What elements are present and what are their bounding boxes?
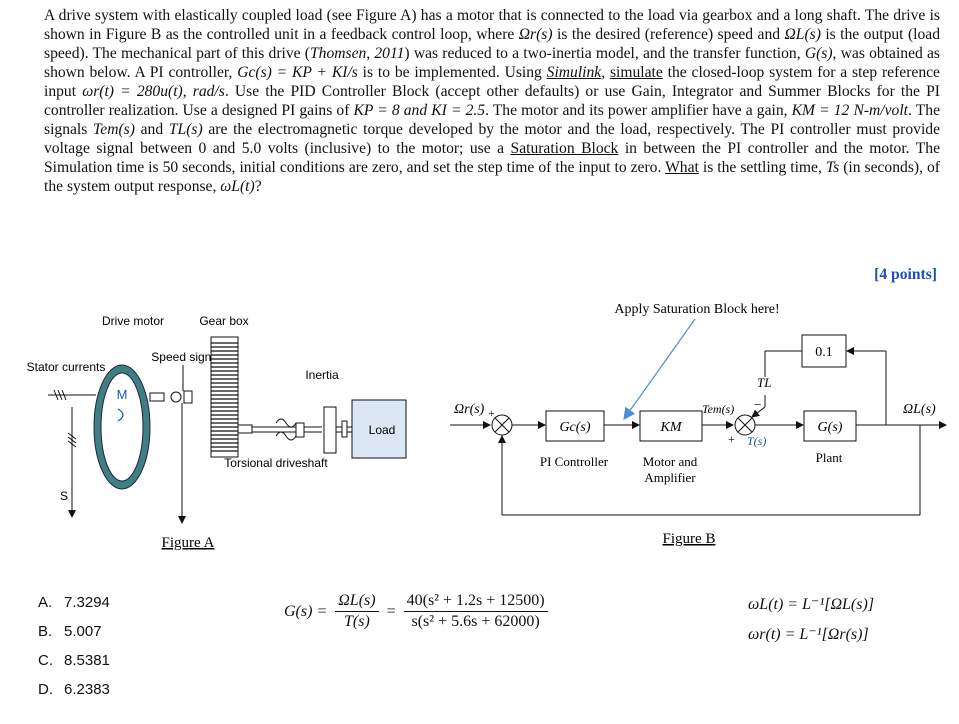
stator-currents-label: Stator currents	[27, 360, 106, 374]
gear-box-label: Gear box	[199, 314, 248, 328]
svg-text:+: +	[728, 432, 735, 446]
load-label: Load	[369, 423, 396, 437]
sym-omega-l: ΩL(s)	[784, 26, 821, 43]
choice-a[interactable]: A.7.3294	[38, 594, 110, 611]
saturation-link: Saturation Block	[510, 140, 619, 157]
sym-tl: TL(s)	[168, 121, 203, 138]
sym-omega-r: Ωr(s)	[518, 26, 553, 43]
sym-gc: Gc(s) = KP + KI/s	[237, 64, 358, 81]
saturation-note: Apply Saturation Block here!	[614, 302, 779, 317]
simulate-link: simulate	[609, 64, 663, 81]
figure-b-caption: Figure B	[663, 531, 716, 547]
t-label: T(s)	[747, 434, 766, 448]
drive-motor-label: Drive motor	[102, 314, 164, 328]
svg-text:+: +	[488, 406, 495, 420]
choice-c[interactable]: C.8.5381	[38, 652, 110, 669]
speed-signal-label: Speed signal	[151, 350, 220, 364]
figure-a: Drive motor Gear box Stator currents Spe…	[27, 314, 407, 551]
load-box	[351, 399, 407, 459]
motor-amplifier-label-2: Amplifier	[644, 470, 696, 485]
sym-km: KM = 12 N-m/volt	[791, 102, 909, 119]
g-block	[803, 410, 857, 442]
pi-controller-label: PI Controller	[540, 454, 609, 469]
motor-amplifier-label-1: Motor and	[643, 454, 698, 469]
plant-label: Plant	[816, 450, 843, 465]
laplace-definitions: ωL(t) = L⁻¹[ΩL(s)] ωr(t) = L⁻¹[Ωr(s)]	[748, 590, 874, 650]
tl-label: TL	[757, 375, 771, 390]
choice-b[interactable]: B.5.007	[38, 623, 102, 640]
summing-junction-1	[491, 414, 513, 436]
sym-input: ωr(t) = 280u(t), rad/s	[82, 83, 225, 100]
input-signal: Ωr(s)	[454, 402, 485, 417]
figure-a-caption: Figure A	[162, 535, 215, 551]
svg-text:Gc(s): Gc(s)	[559, 420, 590, 435]
gear-box	[211, 342, 238, 452]
citation: Thomsen, 2011	[309, 45, 405, 62]
what-word: What	[665, 159, 699, 176]
inertia-label: Inertia	[305, 368, 339, 382]
sym-gains: KP = 8 and KI = 2.5	[353, 102, 486, 119]
sym-tem: Tem(s)	[93, 121, 135, 138]
svg-text:KM: KM	[660, 420, 683, 435]
simulink-link: Simulink	[546, 64, 602, 81]
torsional-driveshaft-label: Torsional driveshaft	[224, 456, 328, 470]
laplace-reference: ωr(t) = L⁻¹[Ωr(s)]	[748, 626, 869, 643]
gc-block	[545, 410, 605, 442]
km-block	[639, 410, 703, 442]
question-text: A drive system with elastically coupled …	[44, 7, 941, 195]
points-badge: [4 points]	[874, 266, 937, 283]
sym-ts: Ts	[825, 159, 840, 176]
sym-output: ωL(t)	[220, 178, 255, 195]
figure-b: Apply Saturation Block here! Ωr(s) + Gc(…	[450, 302, 947, 547]
feedback-gain-block	[801, 334, 847, 368]
sym-g: G(s)	[804, 45, 833, 62]
svg-text:−: −	[754, 397, 761, 412]
answer-choices: A.7.3294 B.5.007 C.8.5381 D.6.2383	[38, 594, 110, 710]
inertia-disc	[323, 406, 337, 454]
transfer-function: G(s) = ΩL(s)T(s) = 40(s² + 1.2s + 12500)…	[284, 592, 552, 631]
s-label: S	[60, 489, 68, 503]
saturation-pointer	[623, 318, 696, 420]
laplace-output: ωL(t) = L⁻¹[ΩL(s)]	[748, 596, 875, 613]
svg-text:G(s): G(s)	[818, 420, 843, 435]
tem-label: Tem(s)	[702, 402, 734, 416]
figures: Drive motor Gear box Stator currents Spe…	[27, 302, 947, 551]
output-signal: ΩL(s)	[903, 402, 936, 417]
choice-d[interactable]: D.6.2383	[38, 681, 110, 698]
summing-junction-2	[734, 414, 756, 436]
svg-text:0.1: 0.1	[815, 345, 833, 360]
motor-symbol: M	[117, 387, 128, 402]
